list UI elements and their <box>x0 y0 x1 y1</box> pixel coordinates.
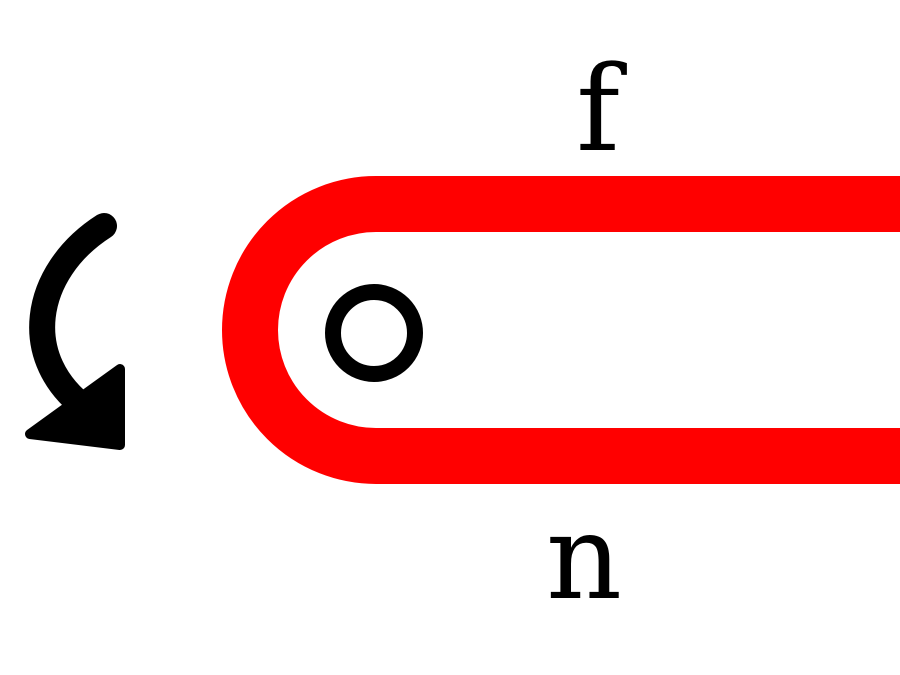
red-u-band <box>222 176 900 484</box>
curved-arrow-counterclockwise-icon <box>25 213 125 450</box>
bottom-label: n <box>546 488 622 626</box>
top-label: f <box>576 40 627 178</box>
circle-pivot-icon <box>325 284 423 382</box>
